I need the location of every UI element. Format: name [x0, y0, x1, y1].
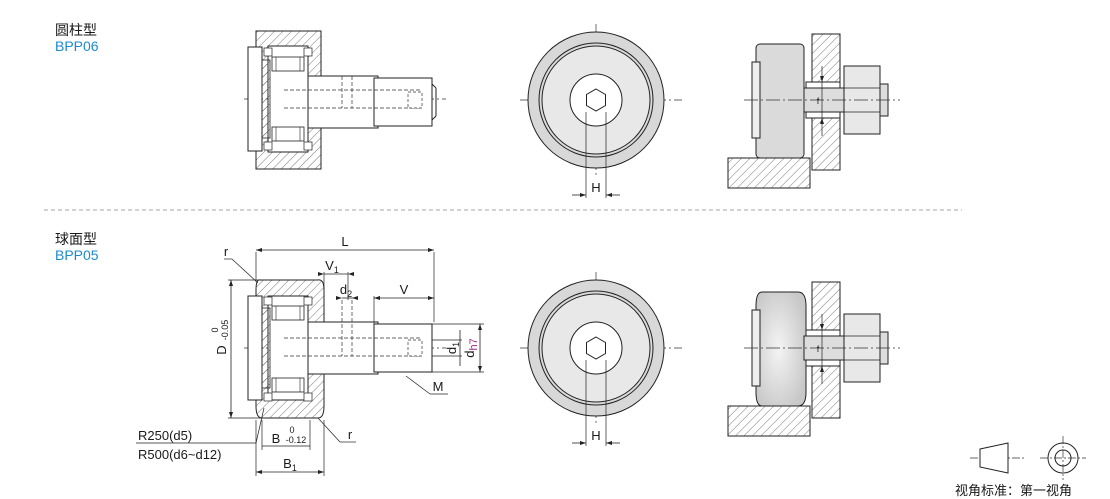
section-code: BPP06 [55, 38, 99, 54]
dim-dh7: dh7 [462, 338, 480, 357]
dim-B-tol-lower: -0.12 [286, 435, 307, 445]
dim-R250: R250(d5) [138, 428, 192, 443]
concentric-circles-icon [1047, 442, 1079, 474]
dim-H-bottom: H [591, 428, 600, 443]
svg-text:dh7: dh7 [462, 338, 480, 357]
section-type: 球面型 [55, 231, 97, 247]
dim-V1: V1 [325, 258, 339, 275]
cylindrical-section-view [244, 30, 446, 170]
section-label-cylindrical: 圆柱型 BPP06 [55, 22, 99, 54]
dim-B1: B1 [283, 456, 297, 473]
dim-d1: d1 [444, 342, 461, 354]
svg-text:-0.05: -0.05 [220, 320, 230, 341]
dim-r-top: r [224, 244, 229, 259]
dim-d2: d2 [340, 282, 352, 299]
spherical-front-view: H [520, 272, 682, 446]
dim-f-top: f [817, 96, 820, 106]
cylindrical-front-view: H [520, 24, 682, 198]
section-type: 圆柱型 [55, 22, 97, 38]
section-code: BPP05 [55, 247, 99, 263]
dim-H-top: H [591, 180, 600, 195]
projection-symbol [970, 436, 1086, 480]
spherical-install-view: f [727, 281, 900, 437]
svg-text:d1: d1 [444, 342, 461, 354]
spherical-section-view: L r V1 d2 V [136, 234, 484, 476]
dim-f-bottom: f [817, 344, 820, 354]
dim-L: L [341, 234, 348, 249]
section-label-spherical: 球面型 BPP05 [55, 231, 99, 263]
svg-text:D: D [214, 345, 229, 354]
truncated-cone-icon [979, 442, 1009, 474]
svg-text:0: 0 [210, 327, 220, 332]
dim-R500: R500(d6~d12) [138, 447, 221, 462]
dim-r-bottom: r [348, 427, 353, 442]
dim-B: B [272, 431, 281, 446]
projection-legend: 视角标准：第一视角 [955, 483, 1073, 498]
dim-D: D 0 -0.05 [210, 320, 230, 355]
dim-V: V [400, 282, 409, 297]
cylindrical-install-view: f [727, 33, 900, 189]
dim-M: M [433, 379, 444, 394]
dim-B-tol-upper: 0 [289, 425, 294, 435]
